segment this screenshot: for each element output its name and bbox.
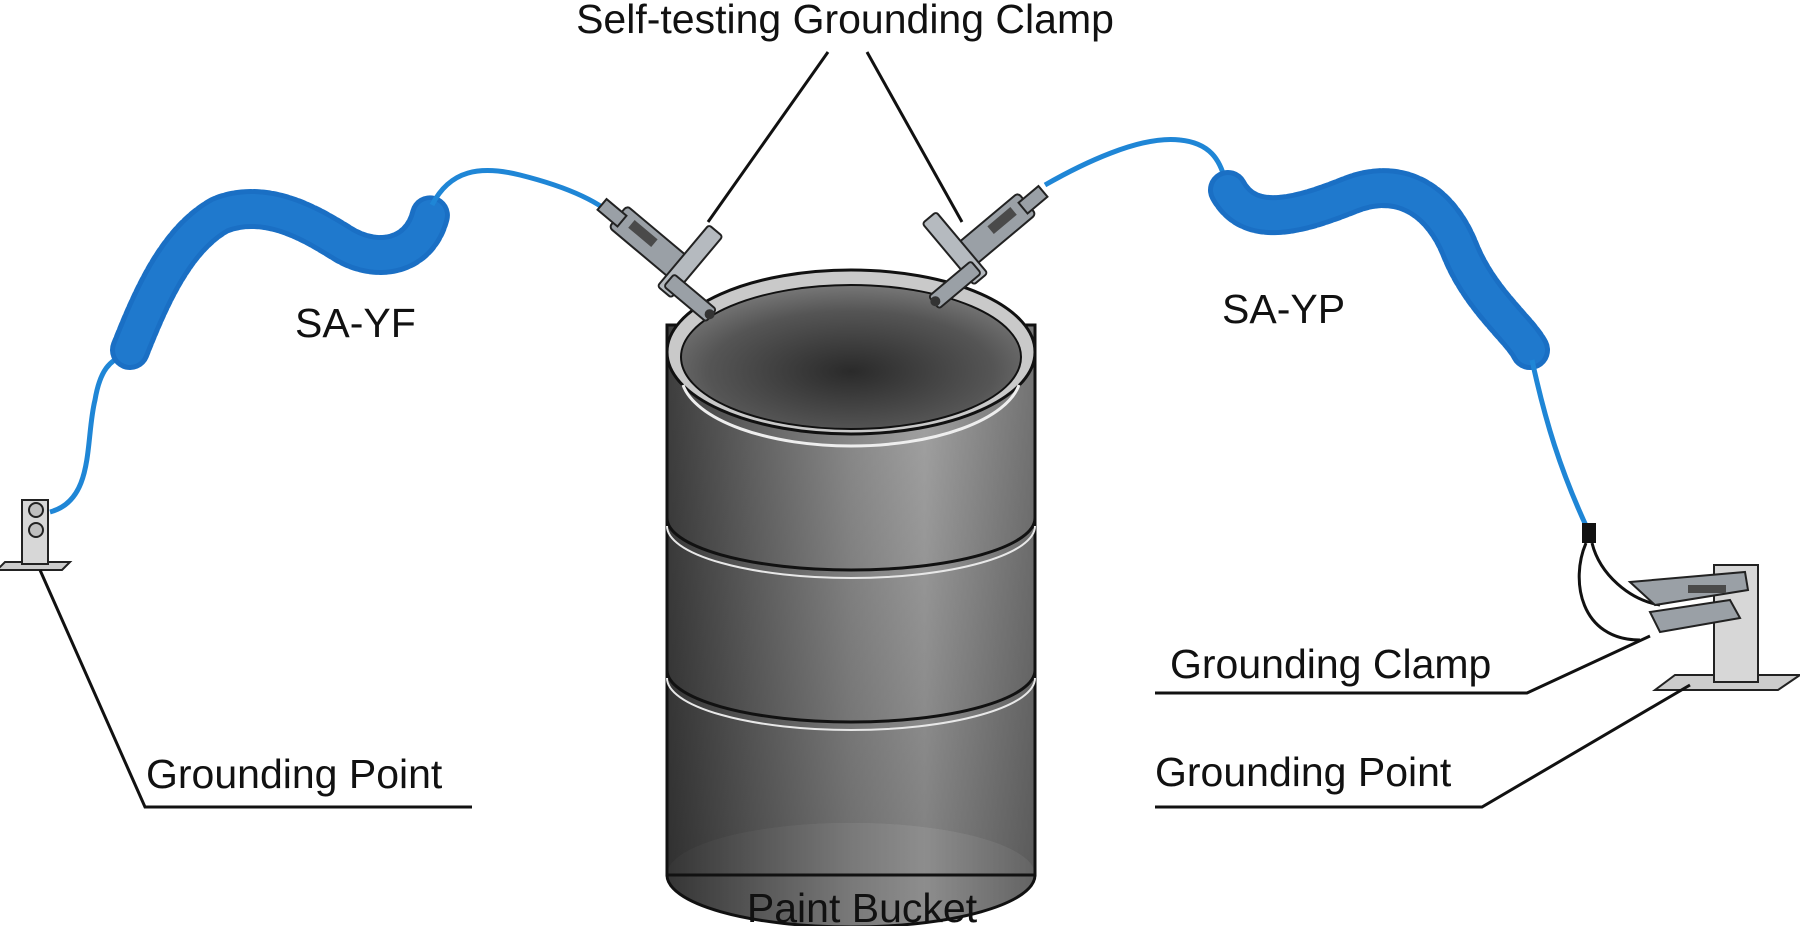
- paint-bucket-drum: [665, 268, 1037, 929]
- cable-left-upper-wire: [429, 167, 622, 224]
- drum-ring-upper-highlight: [666, 525, 1036, 579]
- label-cable-sa-yf: SA-YF: [295, 300, 416, 346]
- drum-lid-highlight: [681, 384, 1021, 448]
- cable-right-lower-wire: [1529, 359, 1591, 532]
- cable-left-coil-fill: [115, 194, 445, 365]
- leader-self-testing-right: [865, 51, 964, 223]
- leader-self-testing-left: [706, 51, 830, 223]
- label-grounding-point-left: Grounding Point: [146, 751, 443, 797]
- cable-right-coil-fill: [1213, 173, 1545, 365]
- cable-sa-yp: [1043, 136, 1661, 642]
- cable-right-connector: [1582, 523, 1596, 543]
- drum-lid-top: [680, 284, 1022, 430]
- drum-ring-upper: [665, 517, 1037, 572]
- cable-right-leads: [1577, 542, 1661, 642]
- leader-grounding-point-right: [1155, 683, 1691, 809]
- cable-right-coil: [1208, 168, 1550, 370]
- label-grounding-point-right: Grounding Point: [1155, 749, 1452, 795]
- label-paint-bucket: Paint Bucket: [747, 885, 978, 926]
- drum-ring-lower: [665, 669, 1037, 724]
- grounding-clamp-right: [1627, 570, 1750, 634]
- cable-right-upper-wire: [1043, 136, 1228, 188]
- leader-lines: [38, 51, 1691, 809]
- grounding-point-left-post: [0, 499, 73, 571]
- label-self-testing-clamp: Self-testing Grounding Clamp: [576, 0, 1114, 42]
- cable-left-coil: [110, 189, 450, 370]
- label-cable-sa-yp: SA-YP: [1222, 286, 1345, 332]
- self-testing-clamp-right: [922, 184, 1049, 309]
- leader-grounding-clamp-right: [1155, 634, 1651, 695]
- self-testing-clamp-left: [596, 197, 723, 322]
- leader-grounding-point-left: [38, 569, 472, 809]
- label-grounding-clamp-right: Grounding Clamp: [1170, 641, 1491, 687]
- drum-ring-lower-highlight: [666, 677, 1036, 731]
- cable-sa-yf: [49, 167, 622, 515]
- cable-left-lower-wire: [49, 352, 126, 515]
